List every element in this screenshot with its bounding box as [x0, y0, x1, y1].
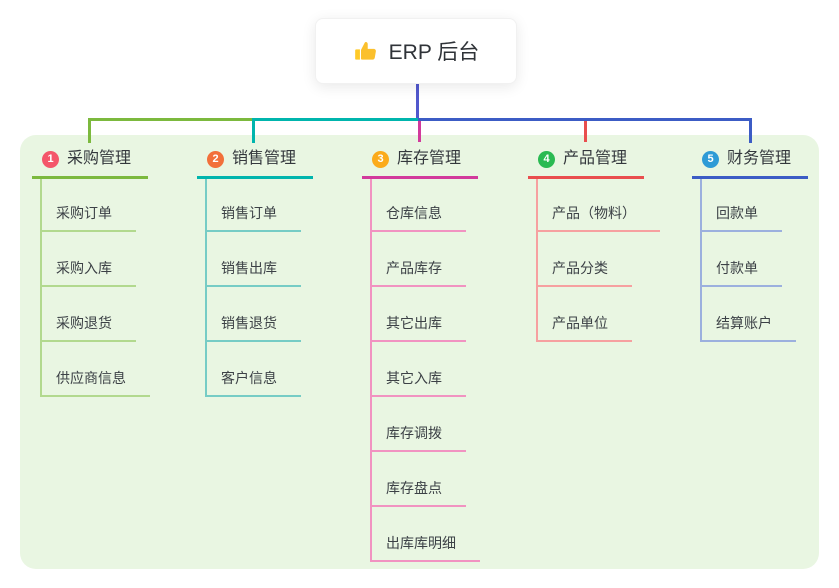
branch-title: 库存管理	[397, 150, 462, 167]
branch-header-5[interactable]: 5 财务管理	[692, 148, 808, 179]
branch-title: 财务管理	[727, 150, 792, 167]
root-node-label: ERP 后台	[388, 41, 480, 64]
branch-number-badge: 3	[372, 150, 389, 168]
child-node[interactable]: 销售出库	[205, 255, 301, 287]
branch-child-connector	[536, 179, 538, 342]
child-node[interactable]: 产品（物料）	[536, 200, 660, 232]
child-node[interactable]: 产品分类	[536, 255, 632, 287]
child-node[interactable]: 回款单	[700, 200, 782, 232]
branch-2: 2 销售管理销售订单销售出库销售退货客户信息	[197, 148, 313, 397]
branch-number-badge: 1	[42, 150, 59, 168]
child-node[interactable]: 其它出库	[370, 310, 466, 342]
child-node[interactable]: 产品库存	[370, 255, 466, 287]
branch-drop-line-5	[749, 118, 752, 143]
branch-header-1[interactable]: 1 采购管理	[32, 148, 148, 179]
child-node[interactable]: 其它入库	[370, 365, 466, 397]
root-stem-line	[416, 81, 419, 121]
root-node[interactable]: ERP 后台	[315, 18, 517, 84]
child-node[interactable]: 供应商信息	[40, 365, 150, 397]
branch-number-badge: 4	[538, 150, 555, 168]
rail-segment-1	[88, 118, 252, 121]
child-node[interactable]: 库存盘点	[370, 475, 466, 507]
child-node[interactable]: 销售订单	[205, 200, 301, 232]
branch-drop-line-1	[88, 118, 91, 143]
child-node[interactable]: 付款单	[700, 255, 782, 287]
branch-number-badge: 5	[702, 150, 719, 168]
branch-header-3[interactable]: 3 库存管理	[362, 148, 478, 179]
child-node[interactable]: 结算账户	[700, 310, 796, 342]
branch-1: 1 采购管理采购订单采购入库采购退货供应商信息	[32, 148, 150, 397]
branch-title: 采购管理	[67, 150, 132, 167]
child-node[interactable]: 采购退货	[40, 310, 136, 342]
child-node[interactable]: 销售退货	[205, 310, 301, 342]
branch-child-connector	[370, 179, 372, 562]
branch-header-4[interactable]: 4 产品管理	[528, 148, 644, 179]
branch-child-connector	[205, 179, 207, 397]
branch-title: 销售管理	[232, 150, 297, 167]
child-node[interactable]: 客户信息	[205, 365, 301, 397]
branch-4: 4 产品管理产品（物料） 产品分类产品单位	[528, 148, 660, 342]
branch-title: 产品管理	[563, 150, 628, 167]
child-node[interactable]: 仓库信息	[370, 200, 466, 232]
branch-3: 3 库存管理仓库信息产品库存其它出库其它入库库存调拨库存盘点出库库明细	[362, 148, 480, 562]
child-node[interactable]: 出库库明细	[370, 530, 480, 562]
branch-drop-line-3	[418, 121, 421, 142]
child-node[interactable]: 采购入库	[40, 255, 136, 287]
branch-child-connector	[700, 179, 702, 342]
branch-5: 5 财务管理回款单付款单结算账户	[692, 148, 808, 342]
branch-child-connector	[40, 179, 42, 397]
child-node[interactable]: 采购订单	[40, 200, 136, 232]
branch-drop-line-4	[584, 121, 587, 142]
branch-header-2[interactable]: 2 销售管理	[197, 148, 313, 179]
branches-panel	[20, 135, 819, 569]
branch-number-badge: 2	[207, 150, 224, 168]
child-node[interactable]: 库存调拨	[370, 420, 466, 452]
branch-drop-line-2	[252, 118, 255, 143]
child-node[interactable]: 产品单位	[536, 310, 632, 342]
rail-segment-3	[418, 118, 752, 121]
thumbs-up-icon	[353, 38, 379, 64]
rail-segment-2	[252, 118, 418, 121]
